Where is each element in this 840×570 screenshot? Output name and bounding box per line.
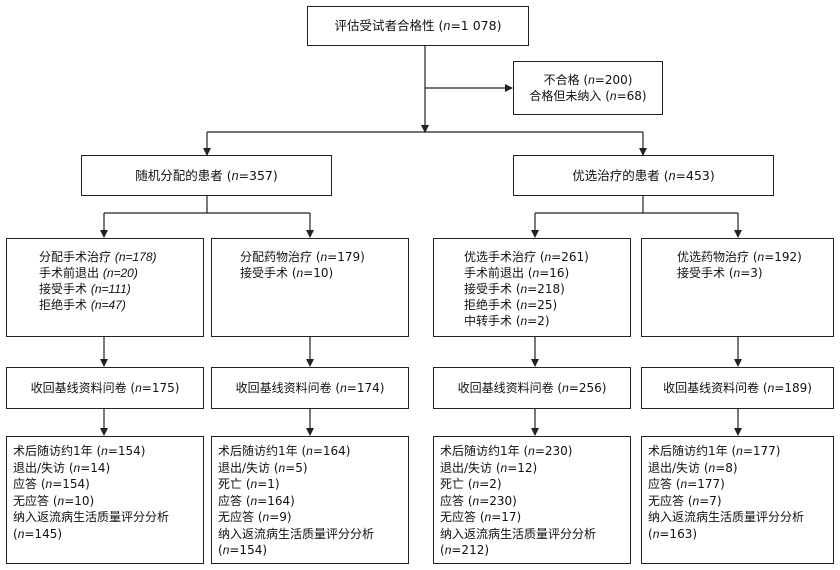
arm3-line-3: 接受手术 (n=218) — [464, 282, 565, 296]
preference-box: 优选治疗的患者 (n=453) — [513, 155, 774, 196]
excluded-box: 不合格 (n=200) 合格但未纳入 (n=68) — [513, 61, 663, 115]
arm-box-medical-preference: 优选药物治疗 (n=192) 接受手术 (n=3) — [641, 238, 834, 337]
excluded-n-var-1: n — [588, 73, 595, 87]
baseline-box-3: 收回基线资料问卷 (n=256) — [433, 367, 631, 409]
followup-box-3: 术后随访约1年 (n=230) 退出/失访 (n=12) 死亡 (n=2) 应答… — [433, 436, 631, 564]
baseline-box-4: 收回基线资料问卷 (n=189) — [641, 367, 834, 409]
eligibility-n-var: n — [443, 19, 451, 33]
arm-box-surgery-preference: 优选手术治疗 (n=261) 手术前退出 (n=16) 接受手术 (n=218)… — [433, 238, 631, 337]
followup-box-4: 术后随访约1年 (n=177) 退出/失访 (n=8) 应答 (n=177) 无… — [641, 436, 834, 564]
arm3-line-4: 拒绝手术 (n=25) — [464, 298, 558, 312]
arm3-line-5: 中转手术 (n=2) — [464, 314, 550, 328]
preference-n-value: =453) — [675, 167, 715, 183]
eligibility-n-value: =1 078) — [450, 18, 502, 33]
arm4-line-2: 接受手术 (n=3) — [677, 266, 763, 280]
arm2-line-1: 分配药物治疗 (n=179) — [240, 250, 365, 264]
randomized-n-var: n — [231, 168, 239, 183]
baseline-box-1: 收回基线资料问卷 (n=175) — [6, 367, 204, 409]
arm1-line-2: 手术前退出 (n=20) — [39, 266, 138, 280]
arm1-line-4: 拒绝手术 (n=47) — [39, 298, 126, 312]
eligibility-box: 评估受试者合格性 (n=1 078) — [307, 6, 529, 46]
randomized-box: 随机分配的患者 (n=357) — [81, 155, 332, 196]
excluded-ineligible-label: 不合格 ( — [543, 73, 589, 87]
arm3-line-2: 手术前退出 (n=16) — [464, 266, 570, 280]
baseline-box-2: 收回基线资料问卷 (n=174) — [211, 367, 409, 409]
arm-box-surgery-randomized: 分配手术治疗 (n=178) 手术前退出 (n=20) 接受手术 (n=111)… — [6, 238, 204, 337]
excluded-ineligible-value: =200) — [594, 73, 633, 87]
randomized-n-value: =357) — [238, 167, 278, 183]
followup-box-2: 术后随访约1年 (n=164) 退出/失访 (n=5) 死亡 (n=1) 应答 … — [211, 436, 409, 564]
arm4-line-1: 优选药物治疗 (n=192) — [677, 250, 802, 264]
followup-box-1: 术后随访约1年 (n=154) 退出/失访 (n=14) 应答 (n=154) … — [6, 436, 204, 564]
arm1-line-3: 接受手术 (n=111) — [39, 282, 131, 296]
arm3-line-1: 优选手术治疗 (n=261) — [464, 250, 589, 264]
preference-n-var: n — [668, 168, 676, 183]
excluded-not-enrolled-value: =68) — [616, 89, 647, 103]
randomized-label: 随机分配的患者 ( — [135, 167, 232, 183]
excluded-n-var-2: n — [609, 89, 617, 103]
excluded-not-enrolled-label: 合格但未纳入 ( — [529, 89, 610, 103]
eligibility-label: 评估受试者合格性 ( — [334, 18, 444, 33]
preference-label: 优选治疗的患者 ( — [572, 167, 669, 183]
arm2-line-2: 接受手术 (n=10) — [240, 266, 334, 280]
arm-box-medical-randomized: 分配药物治疗 (n=179) 接受手术 (n=10) — [211, 238, 409, 337]
arm1-line-1: 分配手术治疗 (n=178) — [39, 250, 157, 264]
